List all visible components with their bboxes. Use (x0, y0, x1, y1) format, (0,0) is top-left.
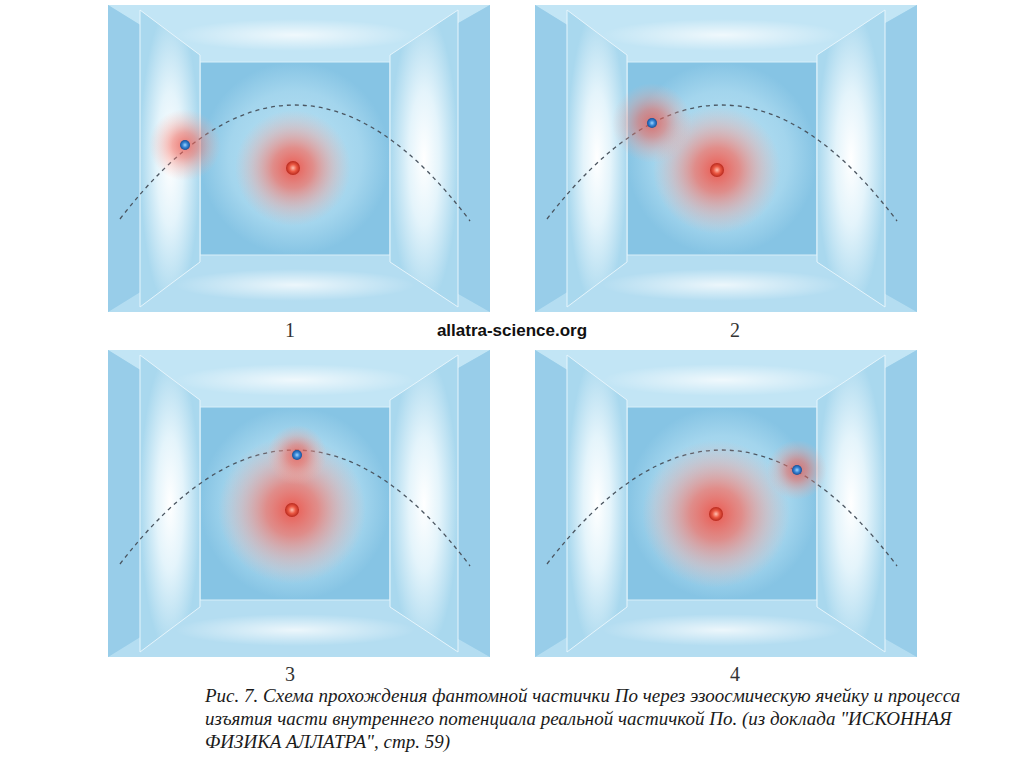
watermark: allatra-science.org (437, 320, 587, 342)
cell-panel (535, 350, 917, 657)
back-wall (627, 407, 817, 600)
potential-glow (612, 83, 692, 163)
phantom-particle (792, 465, 802, 475)
light-band (602, 614, 842, 646)
panel-number: 1 (285, 318, 295, 342)
cell-surface (817, 350, 917, 657)
cell-surface (140, 355, 200, 652)
cell-surface (535, 350, 627, 657)
phantom-particle (292, 450, 302, 460)
potential-glow (642, 440, 790, 588)
cell-surface (567, 355, 627, 652)
cell-surface (390, 10, 458, 307)
cell-background (108, 350, 490, 657)
cell-surface (817, 5, 917, 312)
cell-panel (108, 5, 490, 312)
panel-number: 3 (285, 662, 295, 686)
cell-surface (567, 10, 627, 307)
cell-background (535, 5, 917, 312)
potential-glow (267, 425, 327, 485)
cell-surface (535, 5, 627, 312)
light-band (602, 364, 842, 396)
cell-surface (390, 350, 490, 657)
real-particle (709, 507, 723, 521)
back-wall (200, 407, 390, 600)
cell-surface (817, 355, 885, 652)
panel-number: 2 (730, 318, 740, 342)
potential-glow (149, 109, 221, 181)
light-band (602, 269, 842, 301)
cell-panel (108, 350, 490, 657)
light-band (175, 614, 415, 646)
cell-surface (390, 5, 490, 312)
real-particle (285, 503, 299, 517)
light-band (602, 19, 842, 51)
cell-background (535, 350, 917, 657)
phantom-particle (180, 140, 190, 150)
potential-glow (767, 440, 827, 500)
light-band (175, 19, 415, 51)
light-band (175, 269, 415, 301)
real-particle (710, 163, 724, 177)
cell-surface (108, 350, 200, 657)
phantom-particle (647, 118, 657, 128)
figure-caption: Рис. 7. Схема прохождения фантомной част… (205, 684, 985, 753)
light-band (175, 364, 415, 396)
potential-glow (235, 110, 351, 226)
real-particle (286, 161, 300, 175)
panel-number: 4 (730, 662, 740, 686)
cell-surface (390, 355, 458, 652)
cell-panel (535, 5, 917, 312)
cell-surface (817, 10, 885, 307)
back-wall (200, 62, 390, 255)
cell-background (108, 5, 490, 312)
